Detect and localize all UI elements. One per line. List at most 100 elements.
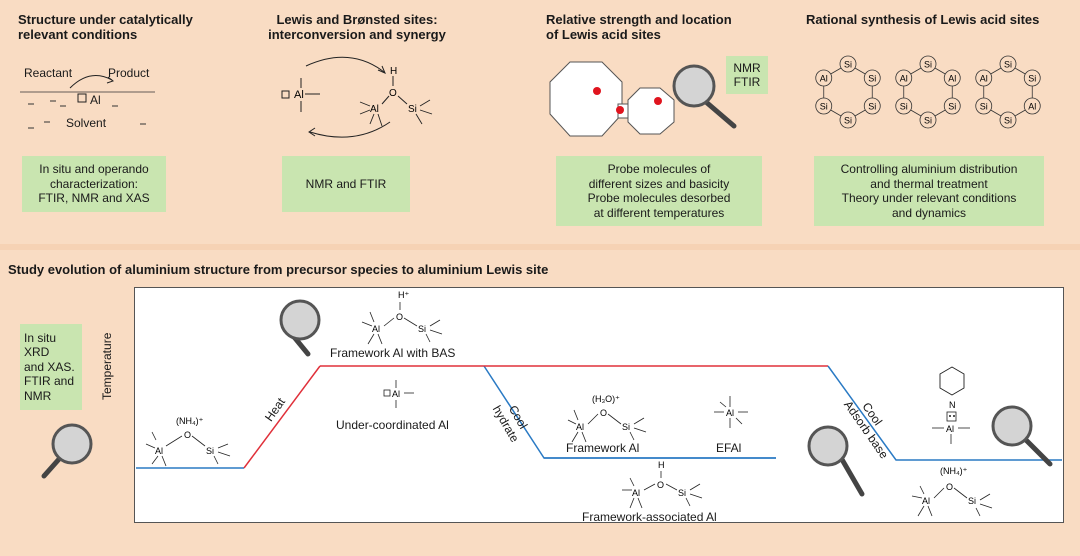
al-site-label: Al	[90, 93, 101, 107]
ring-atom-label: Si	[1004, 60, 1012, 70]
al-atom: Al	[372, 324, 380, 334]
o-atom: O	[946, 482, 953, 492]
si-atom: Si	[622, 422, 630, 432]
si-atom: Si	[418, 324, 426, 334]
o-atom: O	[600, 408, 607, 418]
ring-atom-label: Al	[820, 74, 828, 84]
ring-atom	[863, 97, 881, 115]
heading-lb-line1: Lewis and Brønsted sites:	[276, 12, 438, 27]
probe-box-line: different sizes and basicity	[588, 176, 730, 191]
o-atom: O	[657, 480, 664, 490]
probe-box-line: Probe molecules of	[607, 162, 711, 176]
insitu-line: FTIR and	[24, 374, 75, 389]
heading-structure-line2: relevant conditions	[18, 27, 138, 42]
ring-atom-label: Si	[844, 60, 852, 70]
ring-atom-label: Si	[980, 102, 988, 112]
solvent-label: Solvent	[66, 116, 107, 130]
ring-atom-label: Si	[820, 102, 828, 112]
ring-atom	[815, 97, 833, 115]
lewis-al-atom: Al	[294, 89, 304, 101]
ring-atom	[999, 55, 1017, 73]
si-atom: Si	[968, 496, 976, 506]
ring-atom	[1023, 97, 1041, 115]
al-atom: Al	[392, 389, 400, 399]
si-atom: Si	[206, 446, 214, 456]
al-atom: Al	[155, 446, 163, 456]
char-box-line: characterization:	[49, 176, 139, 191]
badge-line: NMR	[733, 60, 761, 75]
heading-lewis-bronsted: Lewis and Brønsted sites: interconversio…	[264, 12, 450, 42]
si-atom: Si	[678, 488, 686, 498]
ring-atom	[943, 69, 961, 87]
ring-atom	[919, 111, 937, 129]
bas-o-atom: O	[389, 88, 397, 99]
synth-box-line: Controlling aluminium distribution	[840, 162, 1018, 176]
ring-atom	[975, 97, 993, 115]
ring-atom	[863, 69, 881, 87]
characterization-box: In situ and operando characterization: F…	[22, 156, 166, 212]
magnifier-icon	[41, 423, 93, 479]
ring-atom-label: Si	[1004, 116, 1012, 126]
heading-strength-line2: of Lewis acid sites	[546, 27, 661, 42]
reactant-label: Reactant	[24, 66, 73, 80]
heading-synthesis: Rational synthesis of Lewis acid sites	[806, 12, 1040, 27]
badge-line: FTIR	[733, 75, 761, 89]
acid-site-dot	[654, 97, 662, 105]
ring-atom-label: Si	[868, 102, 876, 112]
ring-atom	[943, 97, 961, 115]
heading-evolution: Study evolution of aluminium structure f…	[8, 262, 549, 277]
synthesis-box: Controlling aluminium distribution and t…	[814, 156, 1044, 226]
heading-structure-line1: Structure under catalytically	[18, 12, 193, 27]
ring-atom	[999, 111, 1017, 129]
synth-box-line: Theory under relevant conditions	[841, 191, 1017, 205]
ring-atom-label: Si	[924, 116, 932, 126]
char-box-line: In situ and operando	[39, 162, 149, 177]
bas-si-atom: Si	[408, 104, 417, 115]
label-under-coordinated: Under-coordinated Al	[336, 418, 449, 432]
ring-atom	[839, 111, 857, 129]
o-atom: O	[396, 312, 403, 322]
heading-structure: Structure under catalytically relevant c…	[18, 12, 193, 42]
evolution-lines	[136, 299, 1062, 497]
probe-box-line: Probe molecules desorbed	[587, 191, 731, 205]
ring-atom-label: Si	[1028, 74, 1036, 84]
nmr-ftir-box: NMR and FTIR	[282, 156, 410, 212]
acid-site-dot	[616, 106, 624, 114]
al-atom: Al	[726, 408, 734, 418]
acid-site-dot	[593, 87, 601, 95]
heading-strength-line1: Relative strength and location	[546, 12, 732, 27]
al-atom: Al	[946, 424, 954, 434]
ring-atom-label: Al	[1028, 102, 1036, 112]
heading-strength: Relative strength and location of Lewis …	[546, 12, 732, 42]
label-framework-al: Framework Al	[566, 441, 640, 455]
label-framework-associated: Framework-associated Al	[582, 510, 717, 524]
ring-atom	[839, 55, 857, 73]
magnifier-icon	[279, 299, 321, 357]
heading-lb-line2: interconversion and synergy	[268, 27, 446, 42]
n-atom: N	[949, 400, 956, 410]
nh4-cation: (NH₄)⁺	[176, 416, 204, 426]
ring-atom-label: Si	[900, 102, 908, 112]
interconversion-scheme: Al H O Al Si	[281, 56, 433, 138]
reaction-scheme	[20, 75, 155, 129]
ring-atom-label: Si	[844, 116, 852, 126]
ring-atom	[895, 69, 913, 87]
synth-box-line: and dynamics	[891, 205, 967, 220]
ring-atom-label: Al	[900, 74, 908, 84]
bas-al-atom: Al	[370, 104, 379, 115]
magnifier-icon	[674, 66, 714, 106]
h-atom: H	[658, 460, 665, 470]
o-atom: O	[184, 430, 191, 440]
ring-atom	[919, 55, 937, 73]
ring-atom-label: Si	[868, 74, 876, 84]
ring-atom-label: Al	[948, 74, 956, 84]
probe-box-line: at different temperatures	[593, 205, 725, 220]
label-framework-bas: Framework Al with BAS	[330, 346, 456, 360]
bas-h-atom: H	[390, 66, 397, 77]
molecule-structures: (NH₄)⁺ O Al Si H⁺ O Al Si Al (H₃O)⁺ O Al…	[145, 290, 993, 517]
ring-atom	[975, 69, 993, 87]
al-atom: Al	[576, 422, 584, 432]
insitu-line: and XAS.	[24, 359, 75, 374]
char-box-line: FTIR, NMR and XAS	[38, 191, 150, 206]
